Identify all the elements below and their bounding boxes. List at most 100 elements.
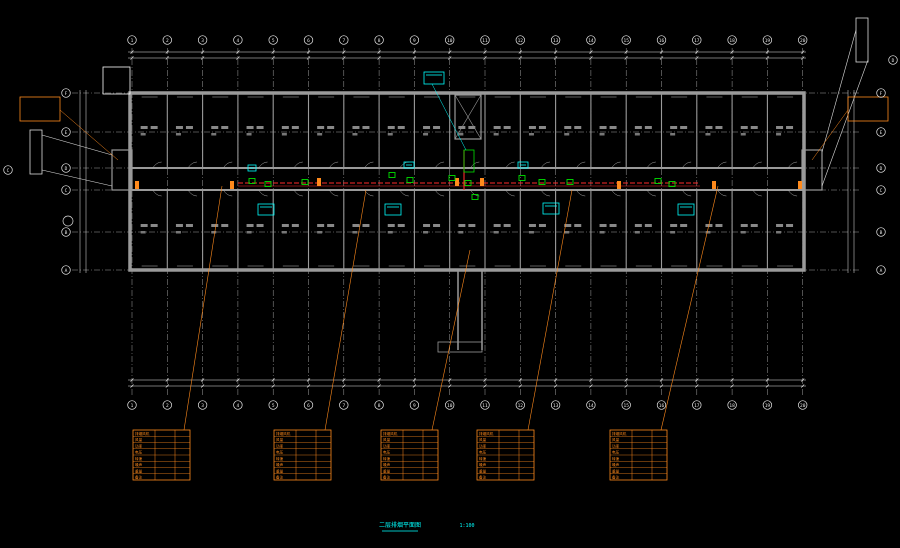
axis-right-E-circle — [876, 127, 886, 137]
door-swing — [752, 189, 762, 197]
leader-lines — [19, 96, 889, 431]
door-swing — [258, 161, 268, 169]
schedule-leader-s3 — [431, 249, 471, 431]
schedule-row-label: 转速 — [135, 456, 143, 461]
door-swing — [187, 161, 197, 169]
axis-bottom-9-circle — [409, 400, 420, 410]
dimension-tick — [695, 378, 699, 382]
room-tag-south — [175, 224, 183, 227]
schedule-row-label: 重量 — [612, 468, 620, 473]
annex-link-e1 — [821, 29, 857, 153]
axis-right-D-label: D — [880, 166, 883, 172]
room-tag-north-2 — [776, 133, 782, 136]
door-swing — [717, 161, 727, 169]
room-tag-north — [211, 126, 219, 129]
dimension-tick — [412, 384, 417, 388]
axis-bottom-3-circle — [197, 400, 208, 410]
room-tag-south-2 — [528, 231, 534, 234]
room-tag-south — [503, 224, 511, 227]
axis-right-extra-label: D — [892, 58, 895, 64]
room-tag-north — [776, 126, 784, 129]
axis-left-C-label: C — [65, 188, 68, 194]
dimension-tick — [377, 56, 381, 60]
axis-bottom-17-circle — [692, 400, 702, 410]
room-tag-south — [327, 224, 335, 227]
dimension-tick — [800, 378, 805, 382]
shaft-equipment — [463, 149, 475, 173]
dimension-tick — [659, 384, 664, 388]
axis-right-F-circle — [876, 88, 886, 98]
drawing-scale: 1:100 — [459, 523, 474, 529]
dimension-tick — [342, 378, 346, 382]
axis-top-15-circle — [621, 35, 631, 45]
room-tag-north — [246, 126, 254, 129]
axis-bottom-13-circle — [550, 400, 561, 410]
dimension-tick — [200, 384, 205, 388]
dimension-tick — [271, 56, 275, 60]
room-tag-south-2 — [493, 231, 499, 234]
dimension-tick — [659, 378, 664, 382]
room-tag-south-2 — [281, 231, 287, 234]
schedule-leader-s5 — [660, 185, 719, 431]
axis-top-8-label: 8 — [378, 38, 381, 44]
axis-right-C-label: C — [880, 188, 883, 194]
schedule-row-label: 排烟风机 — [135, 431, 150, 436]
schedule-row-label: 排烟风机 — [479, 431, 494, 436]
dimension-tick — [447, 56, 452, 60]
schedule-row-label: 噪声 — [612, 462, 620, 467]
dimension-tick — [483, 56, 487, 60]
axis-bottom-20-circle — [798, 400, 808, 410]
room-tag-north — [740, 126, 748, 129]
room-tag-south — [680, 224, 688, 227]
dimension-tick — [377, 50, 381, 54]
dimension-tick — [695, 384, 699, 388]
room-tag-north-2 — [458, 133, 464, 136]
dimension-tick — [306, 384, 311, 388]
axis-top-10-label: 10 — [447, 38, 453, 44]
annex-link-w1 — [41, 134, 113, 156]
room-tag-north-2 — [528, 133, 534, 136]
dimension-tick — [447, 378, 452, 382]
axis-bottom-4-circle — [233, 400, 243, 410]
axis-top-2-circle — [162, 35, 172, 45]
room-tag-north-2 — [634, 133, 640, 136]
axis-top-9-label: 9 — [413, 38, 416, 44]
room-tag-south — [387, 224, 395, 227]
dimension-tick — [765, 384, 770, 388]
dimension-tick — [483, 384, 487, 388]
dimension-tick — [342, 384, 346, 388]
axis-bottom-11-circle — [480, 400, 490, 410]
dimension-tick — [589, 378, 593, 382]
door-swing — [681, 189, 692, 197]
room-tag-south-2 — [387, 231, 393, 234]
axis-top-3-label: 3 — [201, 38, 204, 44]
room-tag-north — [175, 126, 183, 129]
room-tag-north — [750, 126, 758, 129]
room-tag-south — [740, 224, 748, 227]
axis-bottom-4-label: 4 — [237, 403, 240, 409]
room-tag-south-2 — [776, 231, 782, 234]
dimension-tick — [730, 378, 734, 382]
room-tag-south — [786, 224, 794, 227]
axis-bottom-3-label: 3 — [201, 403, 204, 409]
schedule-row-label: 功率 — [612, 443, 620, 448]
smoke-vent-7 — [471, 194, 479, 200]
door-swing — [364, 189, 374, 197]
room-tag-north — [680, 126, 688, 129]
north-arrow — [62, 215, 74, 227]
door-swing — [152, 189, 162, 197]
room-tag-south — [362, 224, 370, 227]
door-swing — [364, 161, 374, 169]
note-block-east — [847, 96, 889, 122]
room-tag-south — [458, 224, 466, 227]
schedule-row-label: 转速 — [479, 456, 487, 461]
dimension-tick — [624, 378, 628, 382]
axis-bottom-17-label: 17 — [694, 403, 700, 409]
smoke-vent-1 — [264, 181, 272, 187]
room-tag-north — [256, 126, 264, 129]
room-tag-north — [185, 126, 193, 129]
note-leader-west — [59, 109, 119, 161]
